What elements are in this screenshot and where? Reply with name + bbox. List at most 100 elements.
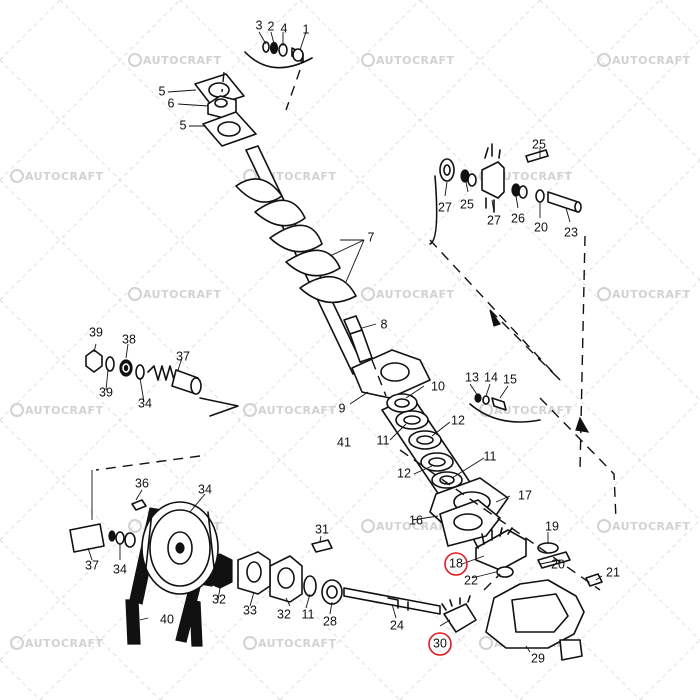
callout-19: 19: [545, 519, 559, 533]
part-39-washer: [105, 356, 115, 372]
callout-33: 34: [198, 482, 212, 496]
part-12-ring: [408, 430, 442, 450]
svg-text:AUTOCRAFT: AUTOCRAFT: [25, 170, 104, 183]
svg-text:AUTOCRAFT: AUTOCRAFT: [376, 520, 455, 533]
watermark-2: AUTOCRAFT: [361, 53, 454, 67]
callout-12-a: 12: [451, 413, 465, 427]
part-28-gearbox-housing: [485, 579, 585, 649]
svg-text:AUTOCRAFT: AUTOCRAFT: [143, 288, 222, 301]
callout-25-b: 26: [511, 211, 525, 225]
part-23-shaft: [547, 191, 579, 213]
callout-32-b: 33: [243, 603, 257, 617]
gearbox-assembly: [441, 527, 603, 661]
part-18-bevel-gear: [475, 529, 527, 571]
part-9-flange-plate: [351, 349, 431, 399]
callout-25-a: 25: [460, 197, 474, 211]
callout-labels: 3 2 4 1 5 6 5 7 8 9 10 11 12 12 11 41 16…: [85, 18, 620, 665]
callout-9: 9: [339, 401, 346, 415]
part-22-ring: [496, 566, 514, 578]
callout-6: 6: [168, 96, 175, 110]
callout-18: 18: [449, 556, 463, 570]
group-bracket-top: [244, 51, 313, 69]
part-11-ring: [303, 575, 317, 597]
part-27-bearing-right: [439, 158, 455, 182]
watermark-10: AUTOCRAFT: [10, 403, 103, 417]
callout-41: 41: [337, 435, 351, 449]
callout-24: 25: [532, 137, 546, 151]
part-27-bearing: [321, 579, 343, 605]
pulley-and-belt: [125, 501, 219, 647]
part-15-bolt: [491, 397, 507, 411]
callout-5-upper: 5: [159, 84, 166, 98]
svg-text:AUTOCRAFT: AUTOCRAFT: [494, 404, 573, 417]
left-bottom-fasteners: [69, 470, 147, 553]
callout-13: 13: [465, 370, 479, 384]
callout-34-bottom: 34: [113, 562, 127, 576]
callout-27-shaft: 28: [323, 614, 337, 628]
callout-36: 37: [85, 558, 99, 572]
callout-11-c: 11: [302, 607, 315, 621]
callout-20-top: 20: [534, 220, 548, 234]
callout-1: 1: [303, 22, 310, 36]
callout-8: 8: [381, 317, 388, 331]
part-24-key: [525, 149, 549, 163]
arrow-head-1: [489, 309, 501, 327]
svg-text:AUTOCRAFT: AUTOCRAFT: [612, 54, 691, 67]
part-20-ring: [535, 189, 545, 203]
callout-39-top: 39: [89, 325, 103, 339]
part-34-washer: [115, 531, 125, 545]
left-mid-tensioner: [85, 349, 239, 417]
auger-flight-5: [299, 275, 357, 304]
watermark-15: AUTOCRAFT: [597, 519, 691, 533]
callout-15: 15: [503, 372, 517, 386]
drive-shaft-assembly: [199, 539, 441, 615]
part-20-pin: [537, 551, 571, 569]
top-bearing-assembly: [194, 41, 313, 147]
watermark-3: AUTOCRAFT: [597, 53, 691, 67]
auger-flight-2: [254, 199, 306, 227]
svg-text:AUTOCRAFT: AUTOCRAFT: [494, 170, 573, 183]
part-26-sprocket: [481, 161, 505, 199]
watermarks: AUTOCRAFT AUTOCRAFT AUTOCRAFT AUTOCRAFT …: [10, 53, 691, 650]
auger-shaft: [235, 145, 373, 375]
highlight-circle-29: [428, 632, 452, 656]
part-11-bearing: [395, 410, 429, 430]
callout-38: 38: [122, 332, 136, 346]
callout-5-lower: 5: [180, 118, 187, 132]
auger-flight-1: [235, 178, 283, 203]
callout-2: 2: [268, 19, 275, 33]
part-2-nut: [269, 41, 279, 55]
callout-21: 21: [606, 565, 620, 579]
callout-12-b: 12: [397, 466, 411, 480]
svg-text:AUTOCRAFT: AUTOCRAFT: [376, 288, 455, 301]
sprocket-assembly: [429, 143, 582, 245]
part-5-gasket-lower: [202, 111, 257, 147]
part-31-hub: [269, 555, 303, 603]
arrow-head-2: [575, 416, 590, 433]
watermark-16: AUTOCRAFT: [10, 636, 104, 650]
callout-31: 32: [277, 607, 291, 621]
part-38-bushing: [119, 359, 133, 377]
part-12-ring-2: [420, 452, 454, 472]
callout-10: 10: [431, 379, 445, 393]
callout-40: 40: [160, 612, 174, 626]
part-35-key: [131, 499, 147, 511]
callout-30: 31: [315, 522, 329, 536]
callout-26: 27: [487, 213, 501, 227]
callout-28: 29: [531, 651, 545, 665]
part-8-coupling: [349, 329, 373, 363]
callout-4: 4: [281, 21, 288, 35]
svg-text:AUTOCRAFT: AUTOCRAFT: [25, 637, 104, 650]
svg-text:AUTOCRAFT: AUTOCRAFT: [258, 404, 337, 417]
svg-text:AUTOCRAFT: AUTOCRAFT: [143, 54, 222, 67]
small-bolt-group: [469, 393, 541, 423]
part-5-gasket-upper: [194, 73, 245, 107]
callout-22: 22: [464, 573, 478, 587]
callout-7: 7: [368, 230, 375, 244]
callout-16: 16: [409, 513, 423, 527]
watermark-17: AUTOCRAFT: [243, 636, 336, 650]
part-21-bolt: [585, 573, 603, 587]
svg-text:AUTOCRAFT: AUTOCRAFT: [612, 520, 691, 533]
callout-17: 17: [518, 488, 532, 502]
auger-flight-3: [269, 224, 323, 253]
